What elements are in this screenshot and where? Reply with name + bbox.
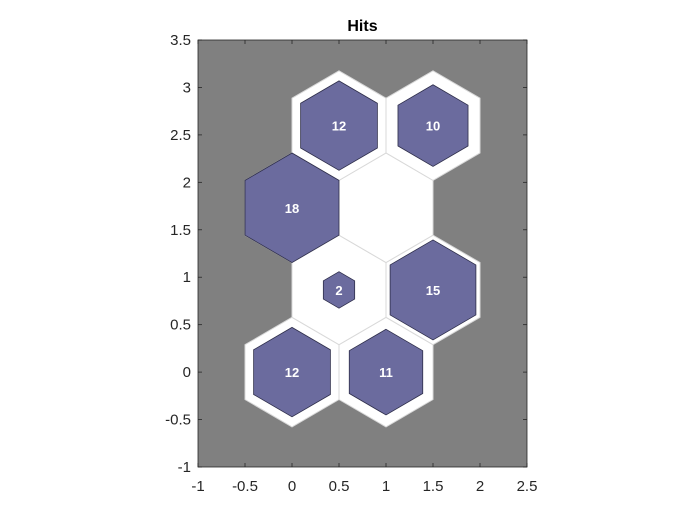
hit-count-label: 12 xyxy=(285,365,299,380)
x-tick-label: 0 xyxy=(288,478,296,495)
axes-frame xyxy=(197,39,528,468)
hit-count-label: 12 xyxy=(332,119,346,134)
y-tick-label: 0.5 xyxy=(170,317,191,334)
y-tick-label: 3 xyxy=(183,79,191,96)
hit-hexagon xyxy=(300,80,378,171)
hit-hexagon xyxy=(322,271,356,309)
x-tick-label: 0.5 xyxy=(329,478,350,495)
x-tick-label: 1.5 xyxy=(423,478,444,495)
y-tick-label: -1 xyxy=(178,459,191,476)
hit-hexagon xyxy=(397,84,469,167)
hit-labels: 12 11 2 15 18 12 10 xyxy=(285,119,440,381)
hit-count-label: 10 xyxy=(426,119,440,134)
y-tick-label: 1.5 xyxy=(170,222,191,239)
hit-count-label: 2 xyxy=(335,283,342,298)
hit-hexagon xyxy=(253,326,331,418)
hit-count-label: 18 xyxy=(285,201,299,216)
y-tick-label: 1 xyxy=(183,269,191,286)
hit-hexagon xyxy=(389,239,477,341)
chart-title: Hits xyxy=(347,18,377,35)
y-tick-label: -0.5 xyxy=(165,412,191,429)
y-tick-label: 2.5 xyxy=(170,127,191,144)
hit-hexagons xyxy=(244,80,477,418)
y-tick-label: 3.5 xyxy=(170,32,191,49)
x-tick-label: 1 xyxy=(382,478,390,495)
x-tick-label: 2 xyxy=(476,478,484,495)
axes: -1 -0.5 0 0.5 1 1.5 2 2.5 -1 -0.5 0 0.5 1 1.5 2 2.5 3 3.5 xyxy=(165,32,537,495)
y-tick-label: 2 xyxy=(183,174,191,191)
x-tick-label: -0.5 xyxy=(232,478,258,495)
y-tick-label: 0 xyxy=(183,364,191,381)
hit-hexagon xyxy=(244,152,340,264)
hit-count-label: 15 xyxy=(426,283,440,298)
hit-hexagon xyxy=(348,328,424,416)
x-tick-label: -1 xyxy=(191,478,204,495)
hit-count-label: 11 xyxy=(379,365,393,380)
x-tick-label: 2.5 xyxy=(517,478,538,495)
